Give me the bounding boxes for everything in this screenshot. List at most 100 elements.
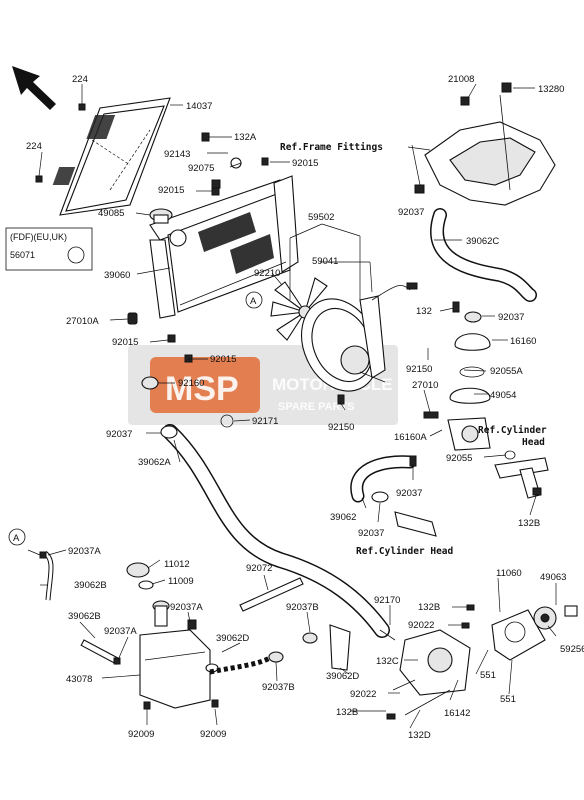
hose-39062d <box>209 624 351 675</box>
fan-shroud <box>301 282 418 392</box>
part-label: 27010A <box>66 316 99 327</box>
part-label: 92037B <box>262 682 295 693</box>
part-label: 92210 <box>254 268 280 279</box>
part-label: 92015 <box>210 354 236 365</box>
part-label: 92037A <box>104 626 137 637</box>
connector-a-label-top: A <box>250 296 257 307</box>
part-label: 92015 <box>292 158 318 169</box>
part-label: 13280 <box>538 84 564 95</box>
region-box-part: 56071 <box>10 250 35 260</box>
watermark-line2: SPARE PARTS <box>278 401 355 413</box>
pump-cover <box>491 609 546 661</box>
part-label: 16160A <box>394 432 427 443</box>
part-label: 59502 <box>308 212 334 223</box>
part-label: 43078 <box>66 674 92 685</box>
watermark-logo: MSP <box>165 370 239 408</box>
orientation-arrow <box>12 66 56 110</box>
hose-39062a <box>160 424 390 638</box>
part-label: 132B <box>418 602 440 613</box>
leader-lines <box>27 83 557 729</box>
elbow-pipe <box>371 491 437 537</box>
part-label: 92015 <box>112 337 138 348</box>
part-label: 92009 <box>128 729 154 740</box>
region-box-title: (FDF)(EU,UK) <box>10 232 67 242</box>
part-label: 92055A <box>490 366 523 377</box>
impeller <box>533 605 578 630</box>
part-label: 92037 <box>398 207 424 218</box>
part-label: 39062D <box>326 671 359 682</box>
coolant-pipe-right <box>494 457 549 499</box>
hose-39062 <box>350 455 417 503</box>
part-label: 16160 <box>510 336 536 347</box>
part-label: 92022 <box>350 689 376 700</box>
connector-a-label-bottom: A <box>13 533 20 544</box>
part-label: 59256 <box>560 644 584 655</box>
part-label: 224 <box>26 141 42 152</box>
part-label: 49085 <box>98 208 124 219</box>
part-label: 92055 <box>446 453 472 464</box>
part-label: 11060 <box>496 568 522 579</box>
part-label: 132D <box>408 730 431 741</box>
thermostat-housing <box>423 301 516 460</box>
part-label: 39062C <box>466 236 499 247</box>
part-label: 92072 <box>246 563 272 574</box>
part-label: 92150 <box>406 364 432 375</box>
part-label: 92037 <box>106 429 132 440</box>
part-label: 132A <box>234 132 257 143</box>
ref-frame-fittings: Ref.Frame Fittings <box>280 142 383 153</box>
part-label: 11009 <box>168 576 194 587</box>
part-label: 16142 <box>444 708 470 719</box>
part-label: 92009 <box>200 729 226 740</box>
part-label: 39062B <box>74 580 107 591</box>
part-label: 11012 <box>164 559 190 570</box>
part-label: 92037B <box>286 602 319 613</box>
part-label: 21008 <box>448 74 474 85</box>
clamp-92171 <box>220 414 234 428</box>
part-label: 92037 <box>498 312 524 323</box>
part-label: 27010 <box>412 380 438 391</box>
fan-bolt <box>337 394 345 405</box>
part-label: 92037 <box>396 488 422 499</box>
part-label: 92150 <box>328 422 354 433</box>
part-label: 92170 <box>374 595 400 606</box>
part-label: 92022 <box>408 620 434 631</box>
part-label: 39062B <box>68 611 101 622</box>
part-label: 132B <box>518 518 540 529</box>
part-label: 92037A <box>170 602 203 613</box>
part-label: 224 <box>72 74 88 85</box>
part-label: 92171 <box>252 416 278 427</box>
part-label: 39062D <box>216 633 249 644</box>
part-label: 92143 <box>164 149 190 160</box>
grommet-92160 <box>141 376 159 390</box>
reservoir-tank <box>139 600 219 710</box>
part-label: 551 <box>500 694 516 705</box>
water-pump <box>379 604 475 720</box>
hose-39062c <box>430 208 537 302</box>
part-label: 92015 <box>158 185 184 196</box>
part-label: 92037A <box>68 546 101 557</box>
part-label: 14037 <box>186 101 212 112</box>
part-label: 49063 <box>540 572 566 583</box>
part-label: 551 <box>480 670 496 681</box>
part-label: 92037 <box>358 528 384 539</box>
ref-cylinder-head-bottom: Ref.Cylinder Head <box>356 546 454 557</box>
part-label: 132C <box>376 656 399 667</box>
radiator-screen <box>52 97 171 216</box>
connector-a-top: A <box>245 291 263 309</box>
frame-fitting <box>414 82 556 206</box>
part-label: 92160 <box>178 378 204 389</box>
part-label: 39062A <box>138 457 171 468</box>
part-label: 59041 <box>312 256 338 267</box>
part-label: 39060 <box>104 270 130 281</box>
radiator <box>149 175 299 319</box>
part-labels: 224 14037 224 132A 92143 92075 92015 920… <box>26 74 584 741</box>
strap-92072 <box>239 577 304 612</box>
part-label: 49054 <box>490 390 516 401</box>
small-hoses-left <box>39 550 121 665</box>
region-box: (FDF)(EU,UK) 56071 <box>5 227 93 271</box>
radiator-fasteners <box>35 103 269 363</box>
